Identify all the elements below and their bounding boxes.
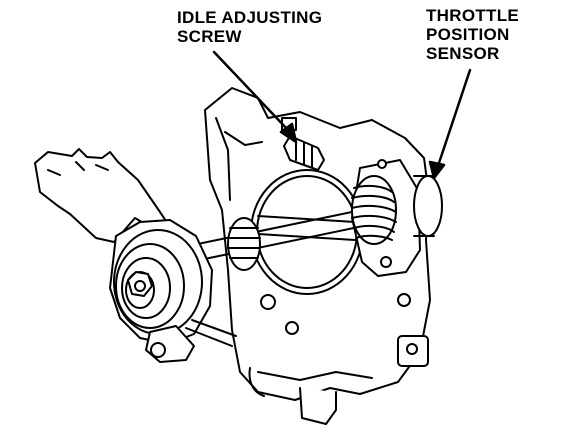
throttle-cable-bracket [34,148,169,243]
idle-label-line-1: IDLE ADJUSTING [177,8,323,27]
tps-label-line-1: THROTTLE [426,6,520,25]
tps-label-line-2: POSITION [426,25,510,44]
callout-leaders [212,50,472,180]
idle-label-line-2: SCREW [177,27,242,46]
tps-label-line-3: SENSOR [426,44,500,63]
throttle-drum [109,219,213,345]
right-return-spring [351,175,397,245]
shaft-spring [227,217,261,271]
idle-adjusting-screw-label: IDLE ADJUSTING SCREW [177,8,322,46]
throttle-bore [250,169,364,295]
throttle-lever [145,319,237,363]
throttle-position-sensor-label: THROTTLE POSITION SENSOR [426,6,519,63]
